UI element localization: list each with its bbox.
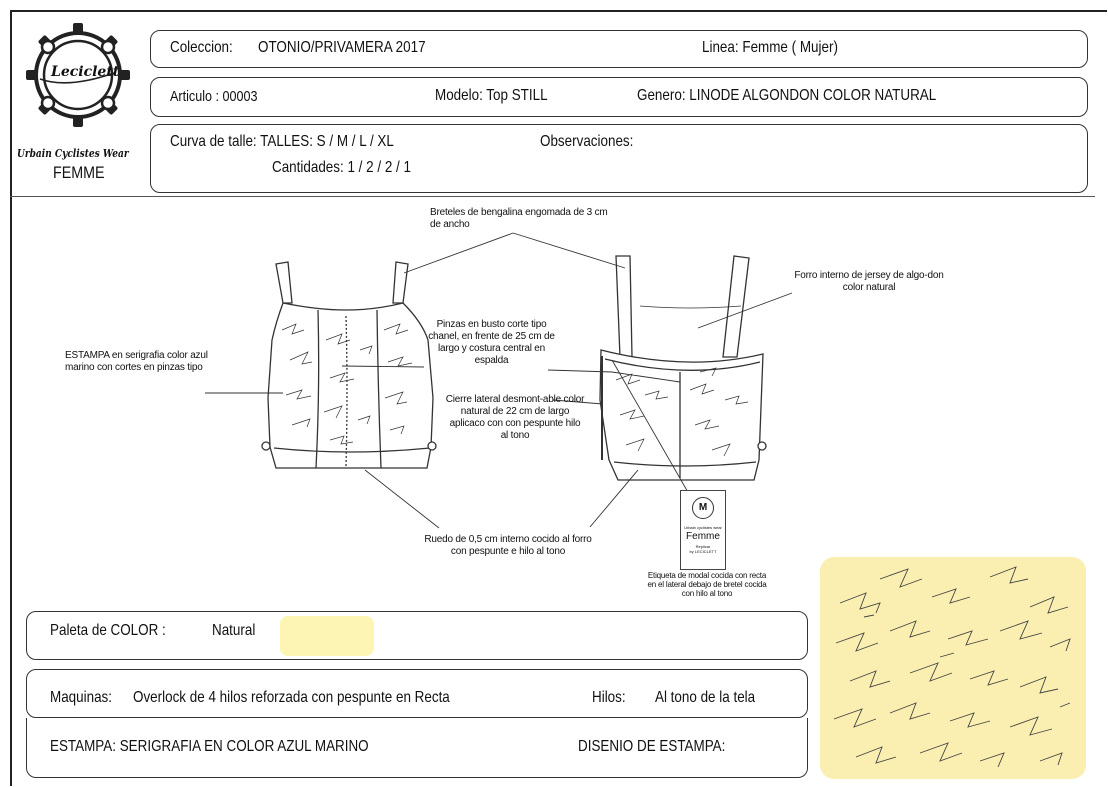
coleccion-value: OTONIO/PRIVAMERA 2017 bbox=[258, 39, 426, 56]
pinzas-annotation: Pinzas en busto corte tipo chanel, en fr… bbox=[428, 319, 555, 366]
palette-row bbox=[26, 611, 808, 660]
front-view bbox=[261, 261, 437, 469]
palette-value: Natural bbox=[212, 622, 256, 639]
logo-line: FEMME bbox=[53, 163, 105, 182]
print-motif-pattern bbox=[833, 566, 1071, 768]
logo-brand: Leciclett bbox=[51, 64, 120, 80]
curva-value: Curva de talle: TALLES: S / M / L / XL bbox=[170, 133, 394, 150]
coleccion-label: Coleccion: bbox=[170, 39, 233, 56]
curva-row bbox=[150, 124, 1088, 193]
genero-value: Genero: LINODE ALGONDON COLOR NATURAL bbox=[637, 87, 937, 104]
linea-value: Linea: Femme ( Mujer) bbox=[702, 39, 838, 56]
modelo-value: Modelo: Top STILL bbox=[435, 87, 548, 104]
disenio-label: DISENIO DE ESTAMPA: bbox=[578, 738, 726, 755]
print-design-swatch bbox=[820, 557, 1086, 779]
estampa-row bbox=[26, 718, 808, 778]
hilos-value: Al tono de la tela bbox=[655, 689, 756, 706]
cierre-annotation: Cierre lateral desmont-able color natura… bbox=[445, 394, 585, 441]
articulo-value: Articulo : 00003 bbox=[170, 88, 258, 105]
back-view bbox=[599, 255, 767, 481]
forro-annotation: Forro interno de jersey de algo-don colo… bbox=[794, 270, 944, 293]
etiqueta-annotation: Etiqueta de modal cocida con recta en el… bbox=[647, 571, 767, 598]
maquinas-row bbox=[26, 669, 808, 718]
garment-print bbox=[281, 323, 749, 457]
logo-tagline: Urbain Cyclistes Wear bbox=[17, 147, 129, 160]
label-tag: M Urbain cyclistes wear Femme Replicar b… bbox=[680, 490, 726, 570]
maquinas-label: Maquinas: bbox=[50, 689, 113, 706]
annotation-leaders bbox=[205, 232, 793, 529]
coleccion-row bbox=[150, 30, 1088, 68]
ruedo-annotation: Ruedo de 0,5 cm interno cocido al forro … bbox=[424, 534, 592, 557]
observaciones-label: Observaciones: bbox=[540, 133, 634, 150]
tech-sheet bbox=[10, 10, 1107, 786]
breteles-annotation: Breteles de bengalina engomada de 3 cm d… bbox=[430, 207, 608, 230]
gear-logo-icon bbox=[26, 23, 130, 127]
estampa-value: ESTAMPA: SERIGRAFIA EN COLOR AZUL MARINO bbox=[50, 738, 369, 755]
palette-color-swatch bbox=[280, 616, 374, 656]
estampa-annotation: ESTAMPA en serigrafia color azul marino … bbox=[65, 350, 208, 373]
cantidades-value: Cantidades: 1 / 2 / 2 / 1 bbox=[272, 159, 411, 176]
palette-label: Paleta de COLOR : bbox=[50, 622, 166, 639]
label-tag-badge-icon: M bbox=[692, 497, 714, 519]
label-tag-small3: by LECICLETT bbox=[689, 549, 717, 554]
label-tag-brand: Femme bbox=[686, 531, 720, 542]
maquinas-value: Overlock de 4 hilos reforzada con pespun… bbox=[133, 689, 450, 706]
hilos-label: Hilos: bbox=[592, 689, 626, 706]
label-tag-small2: Replicar bbox=[695, 544, 711, 549]
articulo-row bbox=[150, 77, 1088, 117]
label-tag-small1: Urbain cyclistes wear bbox=[684, 525, 722, 530]
logo-divider bbox=[10, 196, 1095, 197]
